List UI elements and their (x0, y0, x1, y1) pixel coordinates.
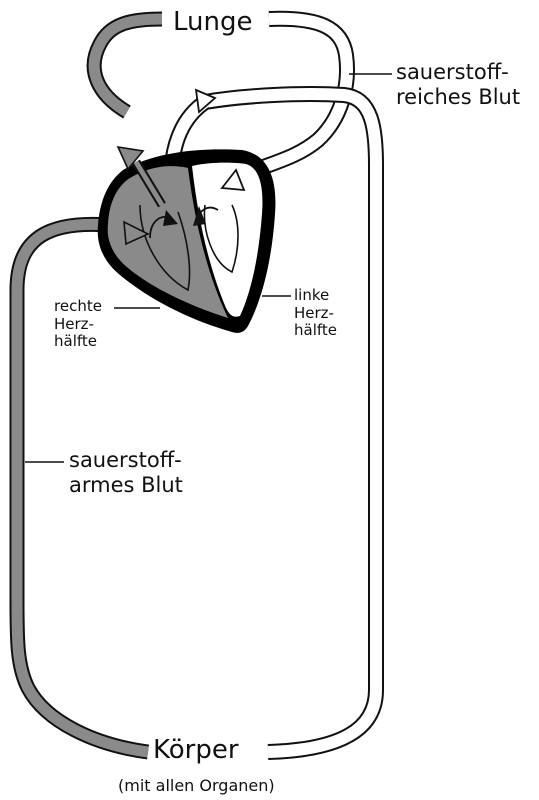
label-line: sauerstoff- (69, 448, 183, 473)
label-linke-herzhaelfte: linke Herz- hälfte (294, 287, 337, 340)
label-line: sauerstoff- (396, 60, 520, 85)
label-line: reiches Blut (396, 85, 520, 110)
label-sauerstoffarmes-blut: sauerstoff- armes Blut (69, 448, 183, 498)
label-sauerstoffreiches-blut: sauerstoff- reiches Blut (396, 60, 520, 110)
pulmonary-artery-vessel-fill (94, 19, 162, 112)
label-line: hälfte (54, 333, 102, 351)
label-line: Herz- (294, 305, 337, 323)
label-line: hälfte (294, 322, 337, 340)
label-koerper: Körper (153, 735, 239, 766)
label-rechte-herzhaelfte: rechte Herz- hälfte (54, 298, 102, 351)
label-koerper-subtitle: (mit allen Organen) (118, 777, 275, 796)
label-line: armes Blut (69, 473, 183, 498)
label-line: Herz- (54, 316, 102, 334)
label-line: rechte (54, 298, 102, 316)
label-lunge: Lunge (173, 7, 253, 38)
label-line: linke (294, 287, 337, 305)
